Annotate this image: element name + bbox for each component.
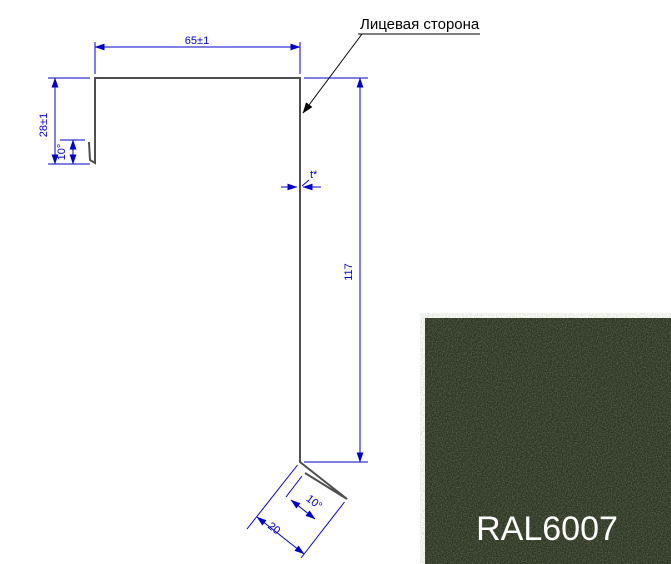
dim-top-width: 65±1 (94, 35, 301, 74)
dim-left-height: 28±1 (38, 77, 90, 165)
dim-drip-length: 20 (246, 464, 345, 559)
dimension-line (290, 499, 316, 520)
callout-label: Лицевая сторона (360, 16, 480, 33)
extension-line (246, 464, 298, 530)
dimension-line (256, 516, 305, 555)
extension-line (285, 475, 303, 498)
profile-outline (88, 77, 348, 500)
dim-top-width-label: 65±1 (185, 35, 209, 47)
dim-left-angle: 10° (56, 139, 85, 165)
callout-leader (302, 33, 363, 114)
dim-thickness-label: t* (310, 169, 318, 181)
color-swatch: RAL6007 (425, 318, 671, 564)
dim-left-height-label: 28±1 (38, 113, 50, 137)
thickness-leader (301, 179, 310, 187)
profile-path (88, 77, 348, 500)
dim-face-height: 117 (304, 77, 368, 463)
dim-left-angle-label: 10° (56, 144, 68, 161)
dim-drip-length-label: 20 (265, 520, 282, 537)
dim-drip-angle-label: 10° (304, 493, 325, 513)
swatch-grain-texture (425, 318, 671, 564)
callout-face-side: Лицевая сторона (302, 16, 480, 114)
extension-line (300, 501, 345, 559)
dim-thickness: t* (281, 169, 321, 191)
dim-face-height-label: 117 (343, 263, 355, 281)
swatch-label: RAL6007 (476, 510, 618, 548)
